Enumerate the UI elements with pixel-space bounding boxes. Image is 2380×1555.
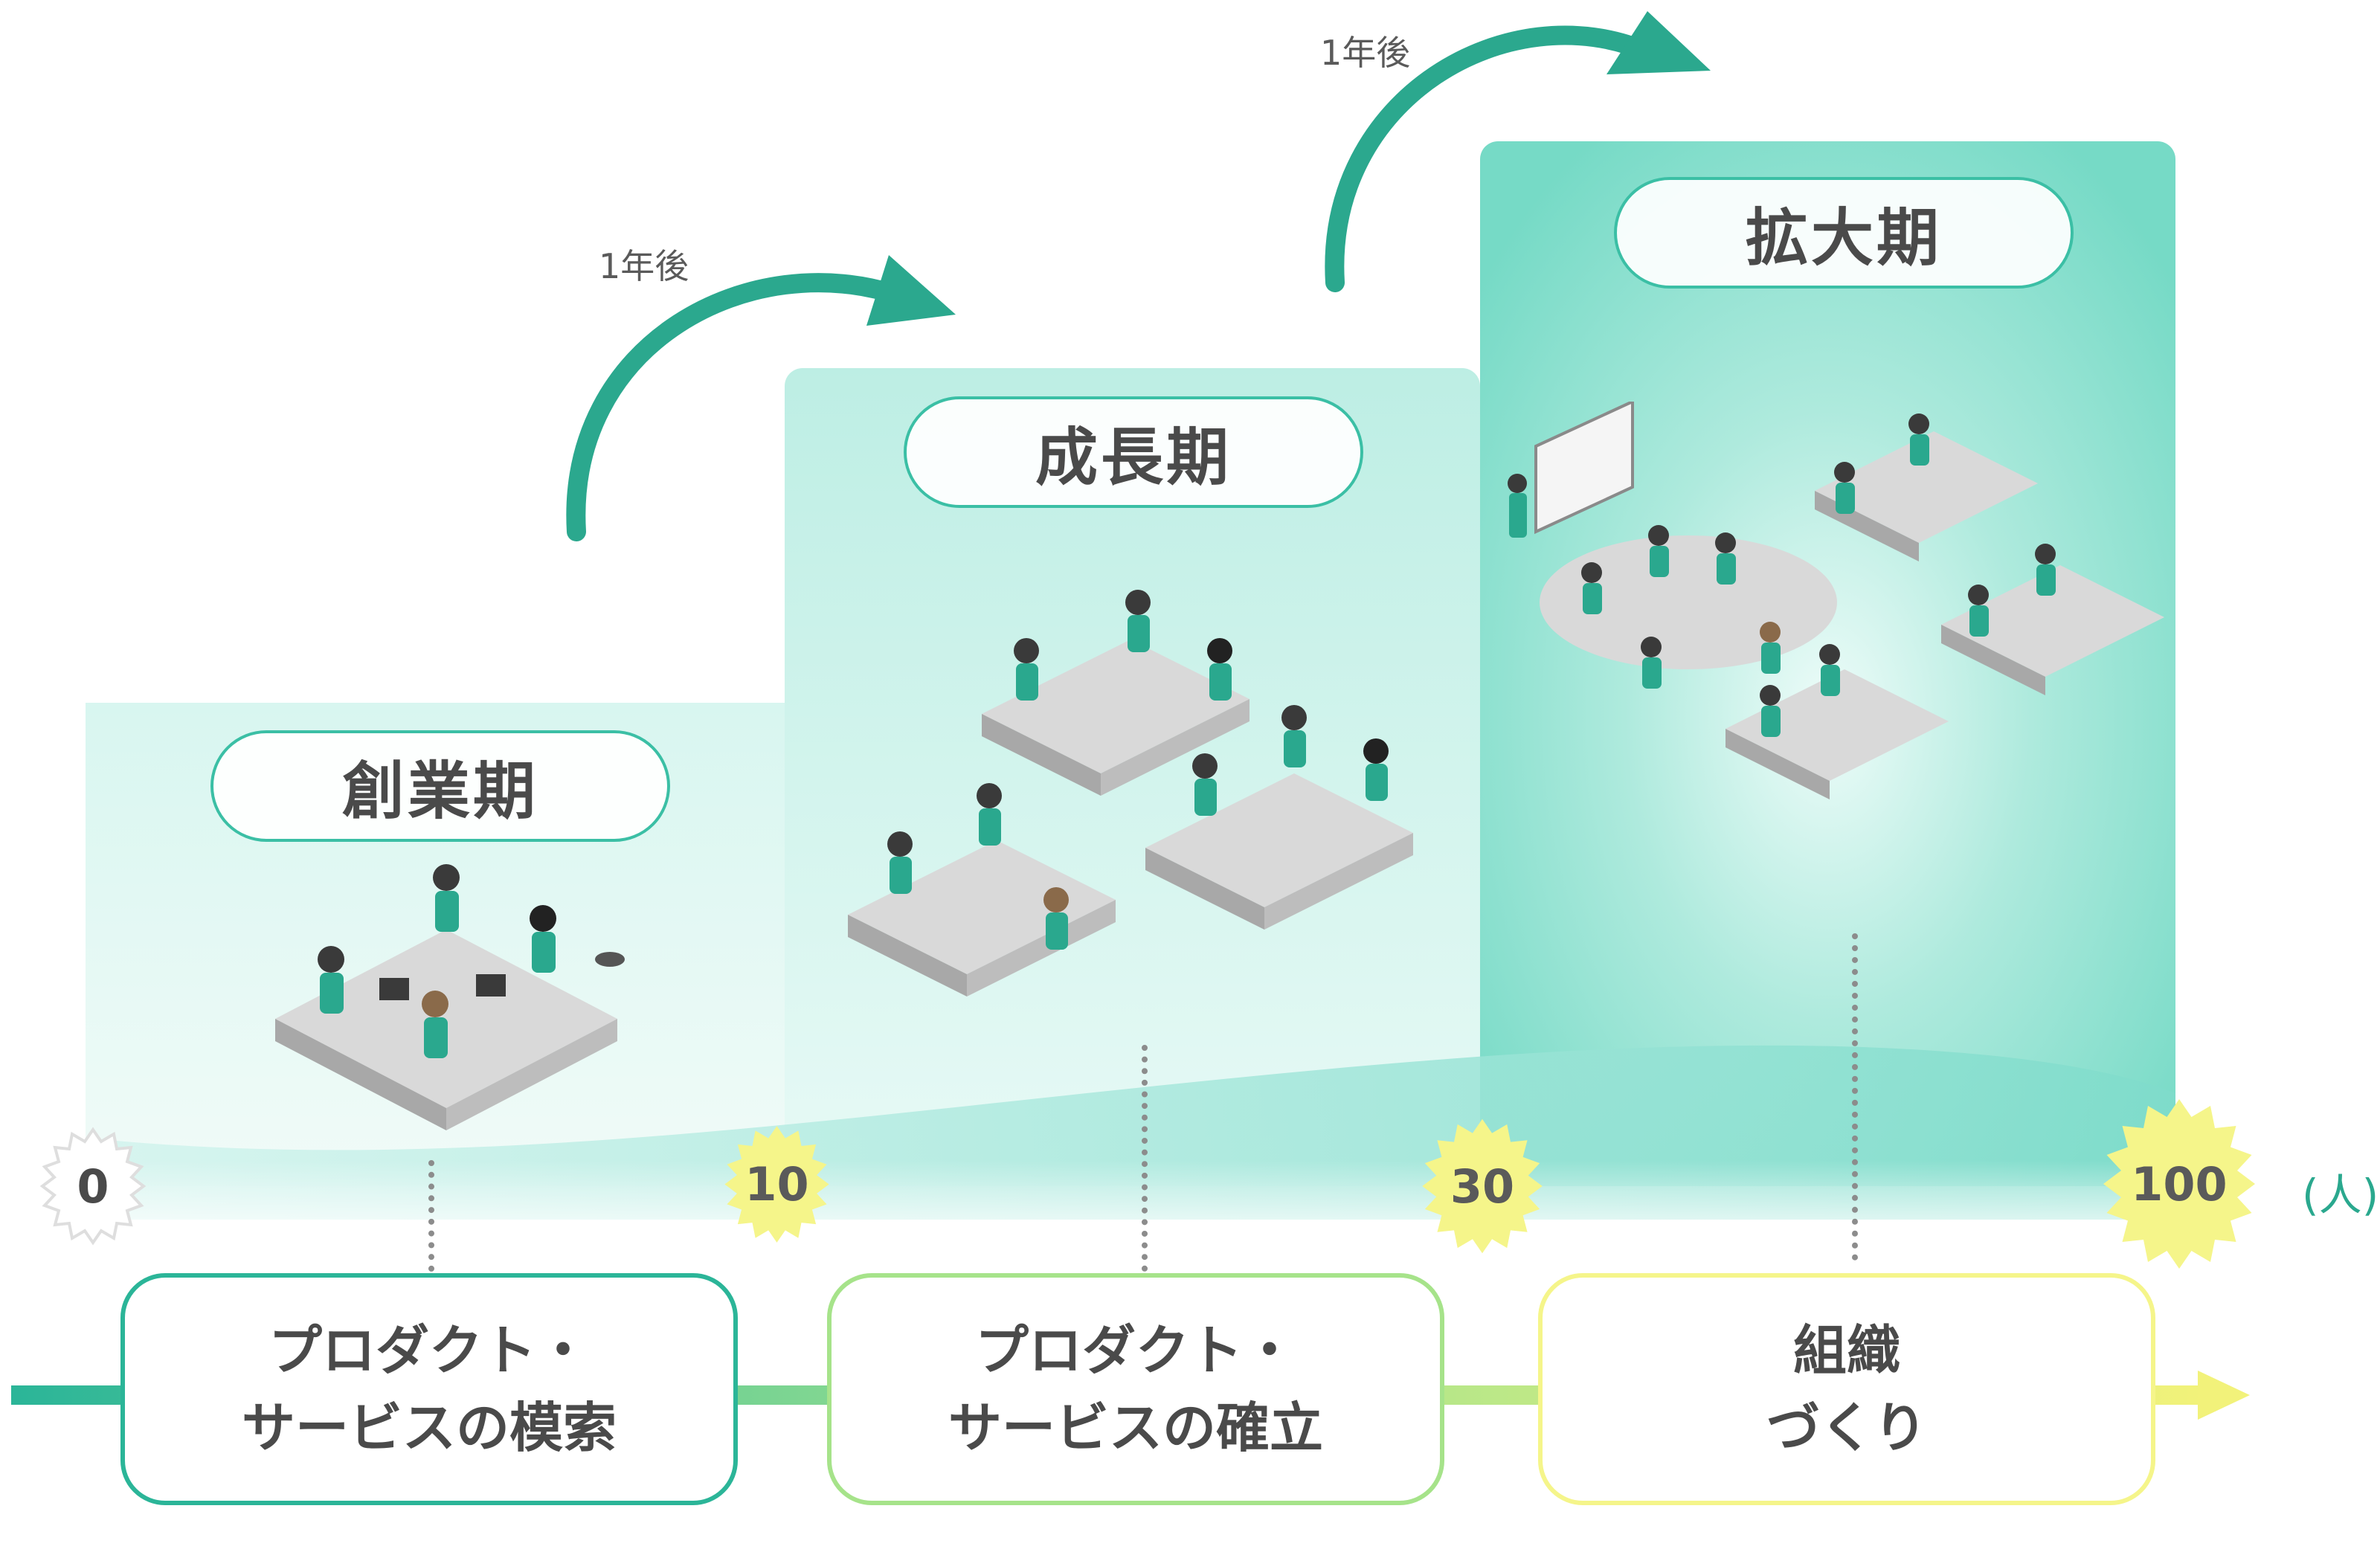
office-startup-icon [275, 864, 625, 1130]
phase-label-growth: 成長期 [904, 396, 1363, 508]
goal-startup: プロダクト・ サービスの模索 [120, 1273, 738, 1505]
transition-arrows [566, 11, 1711, 541]
connector-growth [1142, 1045, 1148, 1272]
goal-growth: プロダクト・ サービスの確立 [827, 1273, 1444, 1505]
headcount-marker-10: 10 [715, 1123, 838, 1246]
arrow-growth-to-expansion [1325, 25, 1657, 292]
phase-label-expansion: 拡大期 [1614, 177, 2074, 289]
office-expansion-icon [1508, 402, 2164, 799]
office-growth-icon [848, 590, 1413, 997]
arrow-label-1: 1年後 [599, 246, 689, 286]
arrow-right-icon [2198, 1371, 2250, 1420]
arrow-startup-to-growth [566, 273, 910, 541]
headcount-marker-0: 0 [33, 1127, 152, 1246]
headcount-marker-30: 30 [1412, 1115, 1553, 1257]
arrow-right-icon [866, 255, 956, 326]
headcount-unit: (人) [2302, 1170, 2379, 1220]
phase-label-startup: 創業期 [210, 730, 670, 842]
connector-expansion [1852, 933, 1858, 1261]
goal-expansion: 組織 づくり [1538, 1273, 2155, 1505]
arrow-label-2: 1年後 [1320, 33, 1411, 73]
headcount-marker-100: 100 [2090, 1095, 2268, 1273]
arrow-right-icon [1606, 11, 1711, 74]
connector-startup [428, 1160, 434, 1272]
